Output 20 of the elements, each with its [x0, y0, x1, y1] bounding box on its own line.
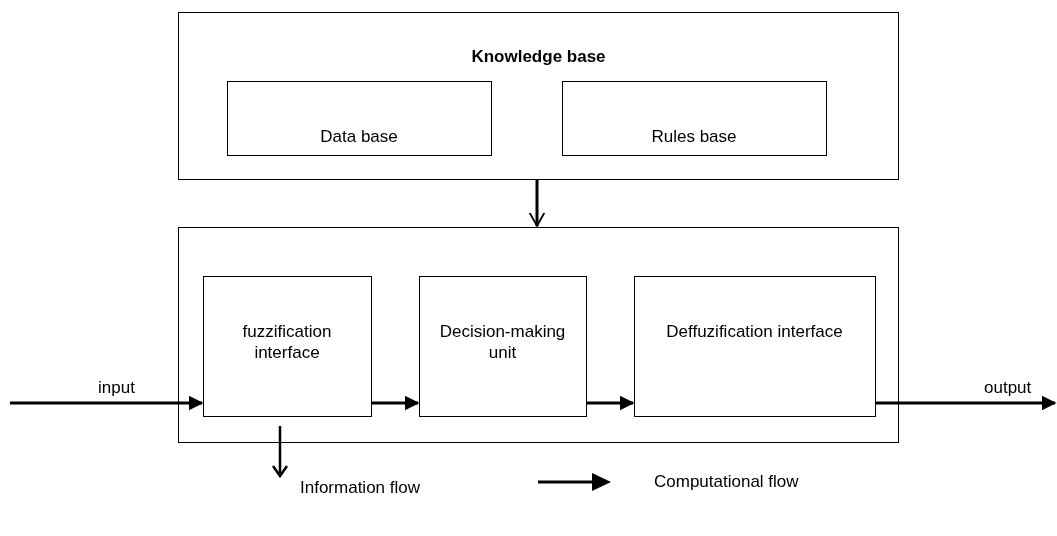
process-box [226, 80, 492, 156]
process-box [561, 80, 827, 156]
container-box [178, 12, 899, 180]
arrow [528, 180, 546, 227]
box-label: Decision-making unit [438, 320, 567, 363]
box-label: Deffuzification interface [665, 320, 844, 342]
arrow [372, 395, 420, 411]
box-label: fuzzification interface [241, 320, 333, 363]
process-box [418, 275, 587, 417]
heading: Knowledge base [470, 46, 607, 68]
process-box [178, 227, 899, 443]
process-box [633, 275, 876, 417]
box-label: Rules base [650, 125, 738, 147]
arrow [587, 395, 635, 411]
arrow [10, 395, 204, 411]
arrow [876, 395, 1057, 411]
legend-label: Computational flow [652, 472, 801, 492]
edge-label: input [96, 378, 137, 398]
process-box [202, 275, 372, 417]
box-label: Data base [319, 125, 399, 147]
